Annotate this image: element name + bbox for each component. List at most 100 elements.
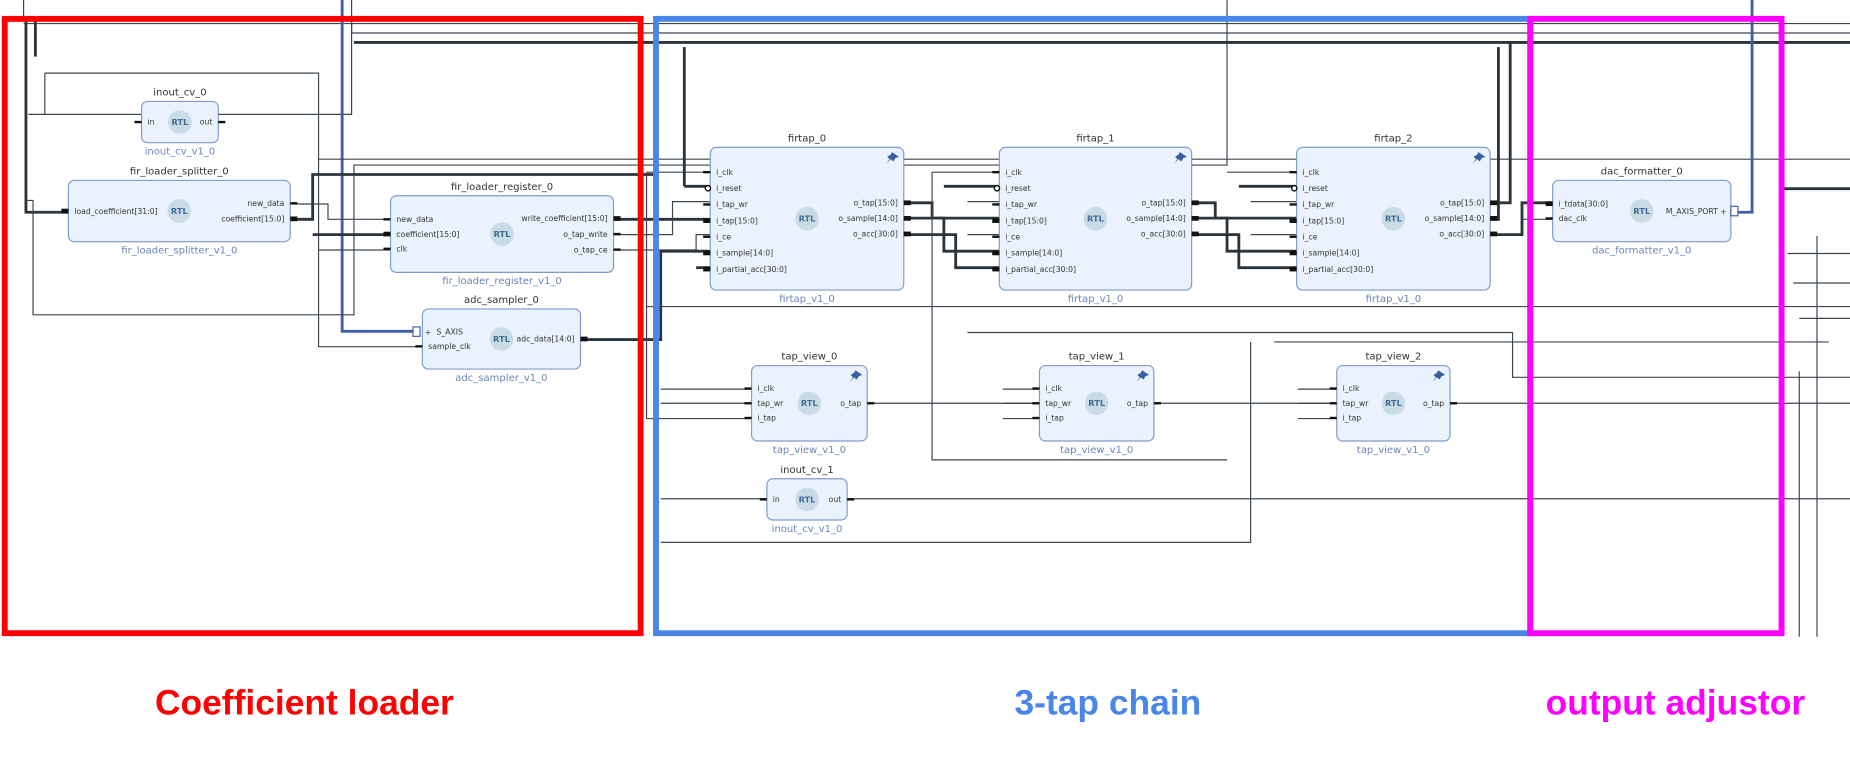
port-out[interactable]: out [829,495,855,504]
port-tap-wr[interactable]: tap_wr [1329,399,1370,408]
port-clk[interactable]: clk [383,245,408,254]
net-wire[interactable] [290,173,656,221]
pushpin-icon[interactable] [1173,152,1187,164]
port-i-partial-acc[interactable]: i_partial_acc[30:0] [1289,265,1374,274]
port-o-sample[interactable]: o_sample[14:0] [1126,214,1199,223]
port-sample-clk[interactable]: sample_clk [415,342,471,351]
net-wire[interactable] [967,201,1000,236]
block-tap-view-1[interactable]: tap_view_1tap_view_v1_0RTLi_clktap_wri_t… [1032,352,1161,456]
port-i-tap[interactable]: i_tap [744,414,776,423]
port-in[interactable]: in [759,495,780,504]
port-tap-wr[interactable]: tap_wr [1032,399,1072,408]
net-wire[interactable] [25,0,1228,316]
port-i-sample[interactable]: i_sample[14:0] [1289,249,1360,258]
port-o-tap[interactable]: o_tap[15:0] [854,199,911,208]
port-tap-wr[interactable]: tap_wr [744,399,784,408]
net-wire[interactable] [1227,171,1297,236]
net-wire[interactable] [44,72,423,348]
block-adc-sampler-0[interactable]: adc_sampler_0adc_sampler_v1_0RTL+S_AXISs… [412,295,588,384]
port-o-sample[interactable]: o_sample[14:0] [838,214,911,223]
port-o-acc[interactable]: o_acc[30:0] [853,230,911,239]
net-wire[interactable] [1787,252,1850,637]
port-i-clk[interactable]: i_clk [1329,384,1360,393]
net-wire[interactable] [218,18,353,115]
port-i-sample[interactable]: i_sample[14:0] [703,249,773,258]
net-wire[interactable] [1490,47,1500,221]
port-i-clk[interactable]: i_clk [992,168,1023,177]
port-o-tap[interactable]: o_tap[15:0] [1440,199,1498,208]
net-wire[interactable] [613,234,711,251]
port-i-clk[interactable]: i_clk [1289,168,1320,177]
pushpin-icon[interactable] [1136,370,1150,383]
port-i-clk[interactable]: i_clk [744,384,775,393]
pushpin-icon[interactable] [849,370,863,383]
port-o-tap-write[interactable]: o_tap_write [563,230,621,239]
pushpin-icon[interactable] [886,152,900,164]
block-tap-view-0[interactable]: tap_view_0tap_view_v1_0RTLi_clktap_wri_t… [744,352,875,456]
port-o-acc[interactable]: o_acc[30:0] [1439,230,1498,239]
port-i-clk[interactable]: i_clk [703,168,733,177]
net-wire[interactable] [660,341,1252,543]
port-i-tap-wr[interactable]: i_tap_wr [703,200,749,209]
port-o-tap[interactable]: o_tap[15:0] [1141,199,1199,208]
port-out[interactable]: out [200,118,226,127]
net-wire[interactable] [967,331,1850,378]
port-i-tap[interactable]: i_tap [1032,414,1064,423]
port-o-tap[interactable]: o_tap [1423,399,1458,408]
block-firtap-0[interactable]: firtap_0firtap_v1_0RTLi_clki_reseti_tap_… [703,133,911,305]
port-i-ce[interactable]: i_ce [703,232,731,241]
net-wire[interactable] [1191,201,1297,220]
port-o-sample[interactable]: o_sample[14:0] [1425,214,1498,223]
port-o-tap[interactable]: o_tap [840,399,875,408]
net-wire[interactable] [931,171,1228,461]
port-i-reset[interactable]: i_reset [704,184,742,193]
net-wire[interactable] [290,203,391,220]
block-firtap-2[interactable]: firtap_2firtap_v1_0RTLi_clki_reseti_tap_… [1289,133,1498,305]
port-o-tap[interactable]: o_tap [1127,399,1161,408]
port-adc-data[interactable]: adc_data[14:0] [517,335,588,344]
block-firtap-1[interactable]: firtap_1firtap_v1_0RTLi_clki_reseti_tap_… [992,133,1199,305]
port-coefficient[interactable]: coefficient[15:0] [221,215,298,224]
port-load-coefficient[interactable]: load_coefficient[31:0] [61,207,158,216]
block-fir-loader-splitter-0[interactable]: fir_loader_splitter_0fir_loader_splitter… [61,167,298,257]
net-wire[interactable] [1191,233,1297,270]
net-wire[interactable] [646,388,752,420]
port-o-tap-ce[interactable]: o_tap_ce [574,245,621,254]
net-wire[interactable] [1490,42,1512,205]
block-dac-formatter-0[interactable]: dac_formatter_0dac_formatter_v1_0RTLi_td… [1545,167,1739,257]
port-dac-clk[interactable]: dac_clk [1545,214,1588,223]
port-i-reset[interactable]: i_reset [993,184,1031,193]
net-wire[interactable] [340,0,416,333]
port-S-AXIS[interactable]: +S_AXIS [412,326,463,337]
port-i-sample[interactable]: i_sample[14:0] [992,249,1062,258]
port-i-tap[interactable]: i_tap[15:0] [703,216,758,225]
net-wire[interactable] [24,18,69,214]
port-new-data[interactable]: new_data [247,199,298,208]
port-write-coefficient[interactable]: write_coefficient[15:0] [521,214,621,223]
net-wire[interactable] [1730,0,1754,214]
pushpin-icon[interactable] [1432,370,1446,383]
port-in[interactable]: in [134,118,155,127]
port-i-tap[interactable]: i_tap[15:0] [1289,216,1345,225]
port-i-tdata[interactable]: i_tdata[30:0] [1545,199,1608,208]
port-i-tap[interactable]: i_tap[15:0] [992,216,1047,225]
port-i-tap-wr[interactable]: i_tap_wr [992,200,1038,209]
port-i-clk[interactable]: i_clk [1032,384,1063,393]
port-coefficient[interactable]: coefficient[15:0] [383,230,460,239]
port-i-tap[interactable]: i_tap [1329,414,1362,423]
block-tap-view-2[interactable]: tap_view_2tap_view_v1_0RTLi_clktap_wri_t… [1329,352,1458,456]
port-i-reset[interactable]: i_reset [1290,184,1328,193]
pushpin-icon[interactable] [1472,152,1486,164]
port-o-acc[interactable]: o_acc[30:0] [1141,230,1199,239]
port-M-AXIS-PORT[interactable]: +M_AXIS_PORT [1666,205,1739,217]
port-i-ce[interactable]: i_ce [992,232,1020,241]
port-i-partial-acc[interactable]: i_partial_acc[30:0] [703,265,787,274]
port-i-partial-acc[interactable]: i_partial_acc[30:0] [992,265,1076,274]
port-i-ce[interactable]: i_ce [1289,232,1318,241]
port-i-tap-wr[interactable]: i_tap_wr [1289,200,1336,209]
net-wire[interactable] [580,249,711,342]
port-new-data[interactable]: new_data [383,215,433,224]
